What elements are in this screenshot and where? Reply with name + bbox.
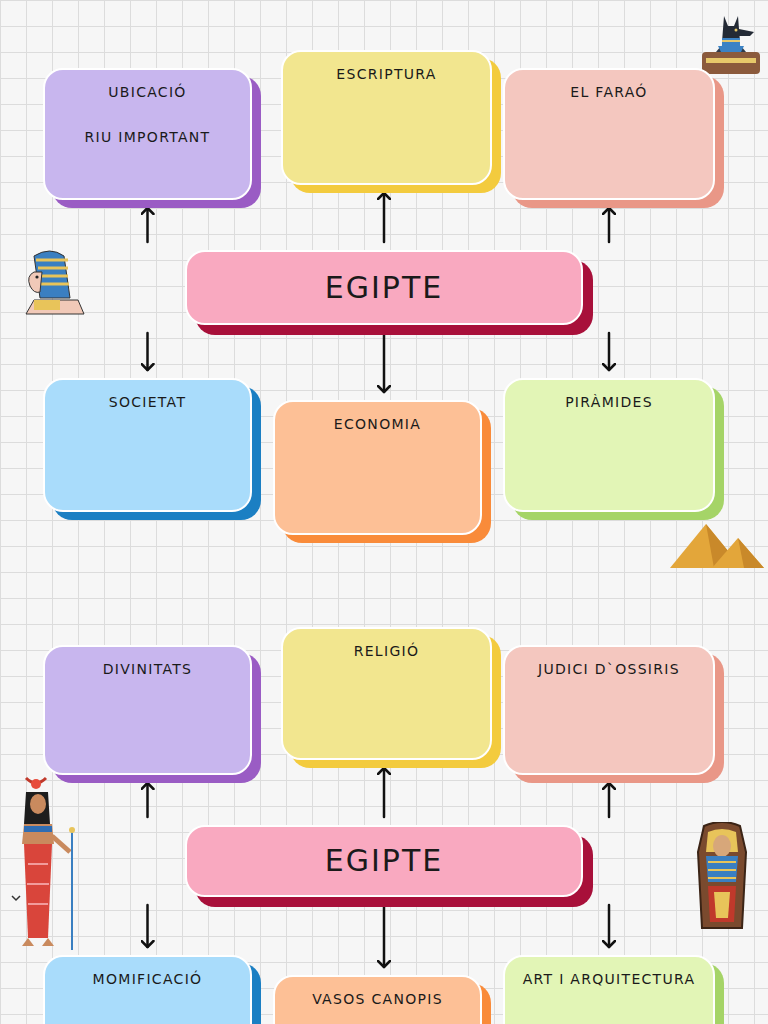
illustration-part <box>34 300 60 310</box>
topic-box: VASOS CANOPIS <box>273 975 482 1024</box>
illustration-part <box>22 824 54 844</box>
topic-box: SOCIETAT <box>43 378 252 512</box>
illustration-part <box>706 58 756 63</box>
illustration-part <box>12 896 20 900</box>
topic-title: PIRÀMIDES <box>513 394 705 411</box>
illustration-part <box>708 862 736 878</box>
branch-arrow <box>146 905 149 947</box>
branch-arrow <box>383 905 386 967</box>
illustration-part <box>713 835 731 857</box>
illustration-part <box>734 28 754 36</box>
topic-box: ART I ARQUITECTURA <box>503 955 715 1024</box>
topic-box: ECONOMIA <box>273 400 482 535</box>
illustration-part <box>24 844 52 938</box>
topic-title: VASOS CANOPIS <box>283 991 472 1008</box>
topic-box: RELIGIÓ <box>281 627 492 760</box>
branch-arrow <box>608 783 611 817</box>
topic-title: UBICACIÓ <box>53 84 242 101</box>
branch-arrow <box>608 333 611 370</box>
branch-arrow <box>608 208 611 242</box>
illustration-part <box>698 822 746 928</box>
branch-arrow <box>383 768 386 817</box>
illustration-part <box>71 830 73 950</box>
illustration-part <box>706 856 738 882</box>
topic-note: RIU IMPORTANT <box>53 129 242 146</box>
topic-title: ECONOMIA <box>283 416 472 433</box>
central-title: EGIPTE <box>325 843 443 879</box>
branch-arrow <box>383 193 386 242</box>
isis-figure <box>8 774 84 954</box>
topic-title: ESCRIPTURA <box>291 66 482 83</box>
illustration-part <box>22 938 54 946</box>
topic-title: MOMIFICACIÓ <box>53 971 242 988</box>
topic-box: EL FARAÓ <box>503 68 715 200</box>
illustration-part <box>26 300 84 314</box>
topic-box: PIRÀMIDES <box>503 378 715 512</box>
topic-title: DIVINITATS <box>53 661 242 678</box>
branch-arrow <box>146 208 149 242</box>
topic-box: DIVINITATS <box>43 645 252 775</box>
central-topic: EGIPTE <box>185 825 583 897</box>
illustration-part <box>52 836 70 852</box>
illustration-part <box>722 38 740 46</box>
topic-box: MOMIFICACIÓ <box>43 955 252 1024</box>
illustration-part <box>31 779 41 789</box>
illustration-part <box>738 538 764 568</box>
branch-arrow <box>146 333 149 370</box>
illustration-part <box>29 272 42 292</box>
illustration-part <box>708 886 736 922</box>
illustration-part <box>702 52 760 74</box>
illustration-part <box>718 46 744 52</box>
illustration-part <box>35 275 38 278</box>
branch-arrow <box>608 905 611 947</box>
central-title: EGIPTE <box>325 270 443 306</box>
pyramids <box>668 518 766 570</box>
illustration-part <box>69 827 75 833</box>
central-topic: EGIPTE <box>185 250 583 325</box>
illustration-part <box>714 892 730 918</box>
topic-title: JUDICI D`OSSIRIS <box>513 661 705 678</box>
topic-box: ESCRIPTURA <box>281 50 492 185</box>
illustration-part <box>712 538 764 568</box>
illustration-part <box>24 792 50 824</box>
illustration-part <box>27 864 49 904</box>
topic-title: EL FARAÓ <box>513 84 705 101</box>
branch-arrow <box>146 783 149 817</box>
topic-title: RELIGIÓ <box>291 643 482 660</box>
pharaoh-head <box>20 246 90 316</box>
illustration-part <box>735 29 738 32</box>
illustration-part <box>24 826 52 832</box>
topic-box: UBICACIÓ RIU IMPORTANT <box>43 68 252 200</box>
branch-arrow <box>383 333 386 392</box>
topic-title: SOCIETAT <box>53 394 242 411</box>
topic-box: JUDICI D`OSSIRIS <box>503 645 715 775</box>
anubis-figure <box>698 2 764 76</box>
topic-title: ART I ARQUITECTURA <box>513 971 705 988</box>
sarcophagus <box>690 822 754 932</box>
illustration-part <box>30 794 46 814</box>
illustration-part <box>722 40 740 42</box>
